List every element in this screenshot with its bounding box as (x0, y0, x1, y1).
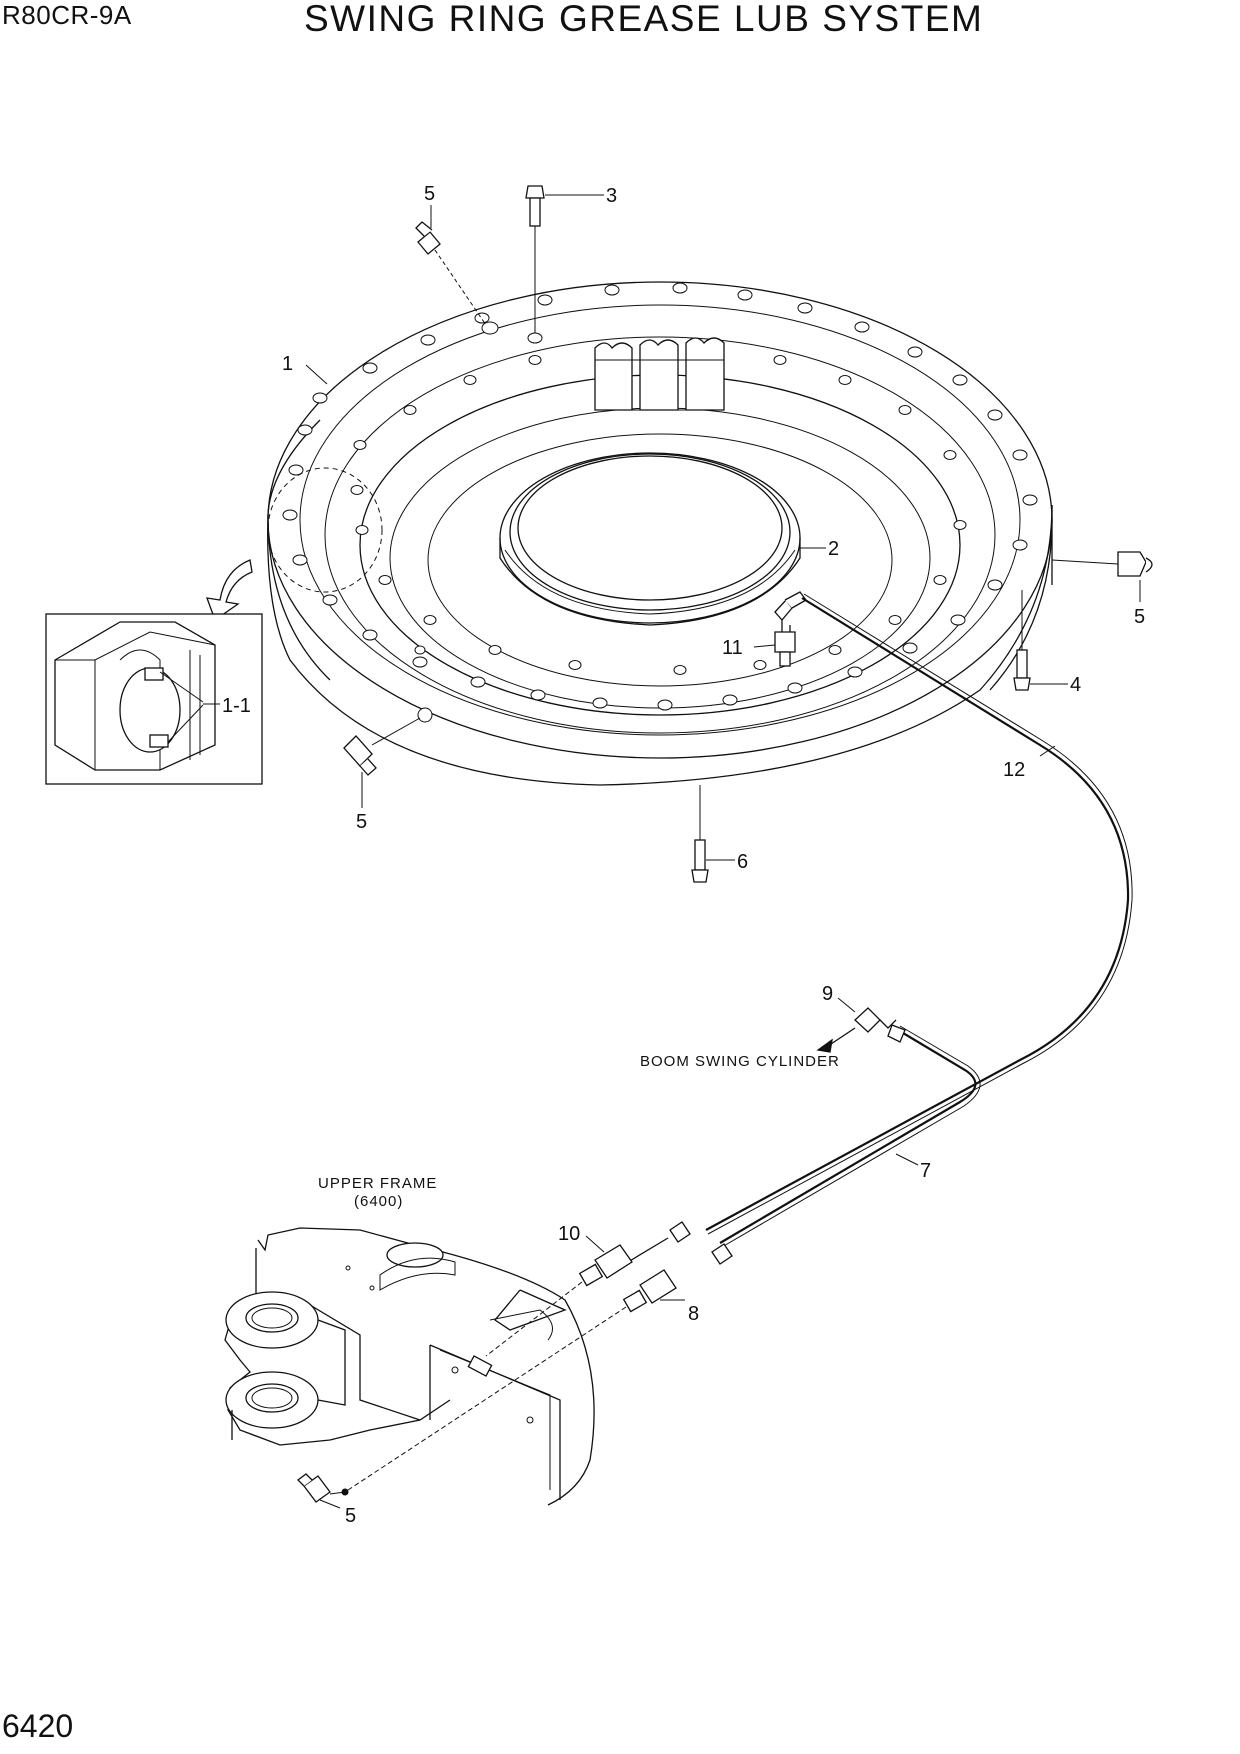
upper-frame (224, 1227, 627, 1506)
callout-5-top: 5 (424, 183, 435, 205)
callout-10: 10 (558, 1223, 580, 1245)
grease-nipple-right (1051, 551, 1153, 577)
callout-11: 11 (722, 637, 743, 659)
note-upper-frame-ref: (6400) (354, 1193, 403, 1210)
callout-1-1: 1-1 (222, 695, 251, 717)
fitting-11 (774, 591, 807, 667)
note-boom-swing-cylinder: BOOM SWING CYLINDER (640, 1053, 840, 1070)
callout-4: 4 (1070, 674, 1081, 696)
callout-6: 6 (737, 851, 748, 873)
callout-1: 1 (282, 353, 293, 375)
grease-nipple-top (415, 221, 499, 335)
callout-2: 2 (828, 538, 839, 560)
grease-nipple-left (343, 717, 421, 776)
callout-5-right: 5 (1134, 606, 1145, 628)
gear-teeth (594, 337, 725, 411)
hose-end-fittings (627, 1221, 733, 1265)
elbow-fitting-9 (816, 1007, 906, 1053)
callout-3: 3 (606, 185, 617, 207)
hose-12 (705, 597, 1130, 1231)
hose-7 (719, 1029, 977, 1244)
callout-7: 7 (920, 1160, 931, 1182)
bolt-6 (691, 785, 709, 883)
detail-circle (267, 467, 383, 593)
adapter-8 (622, 1269, 677, 1313)
detail-arrow (206, 559, 253, 622)
callout-12: 12 (1003, 759, 1025, 781)
model-number: R80CR-9A (2, 0, 132, 30)
adapter-10 (578, 1244, 633, 1287)
center-seal (499, 452, 801, 626)
detail-inset (45, 613, 263, 785)
bolt-holes (282, 282, 1038, 723)
note-upper-frame: UPPER FRAME (318, 1175, 437, 1192)
bolt-4 (1013, 590, 1031, 691)
leader-lines (159, 194, 1141, 1509)
bolt-3 (525, 185, 545, 344)
callout-5-bottom: 5 (345, 1505, 356, 1527)
page-title: SWING RING GREASE LUB SYSTEM (304, 0, 984, 39)
swing-ring (267, 281, 1053, 786)
callout-8: 8 (688, 1303, 699, 1325)
page-number: 6420 (2, 1708, 74, 1744)
callout-5-left: 5 (356, 811, 367, 833)
callout-9: 9 (822, 983, 833, 1005)
grease-nipple-bottom (297, 1473, 346, 1503)
